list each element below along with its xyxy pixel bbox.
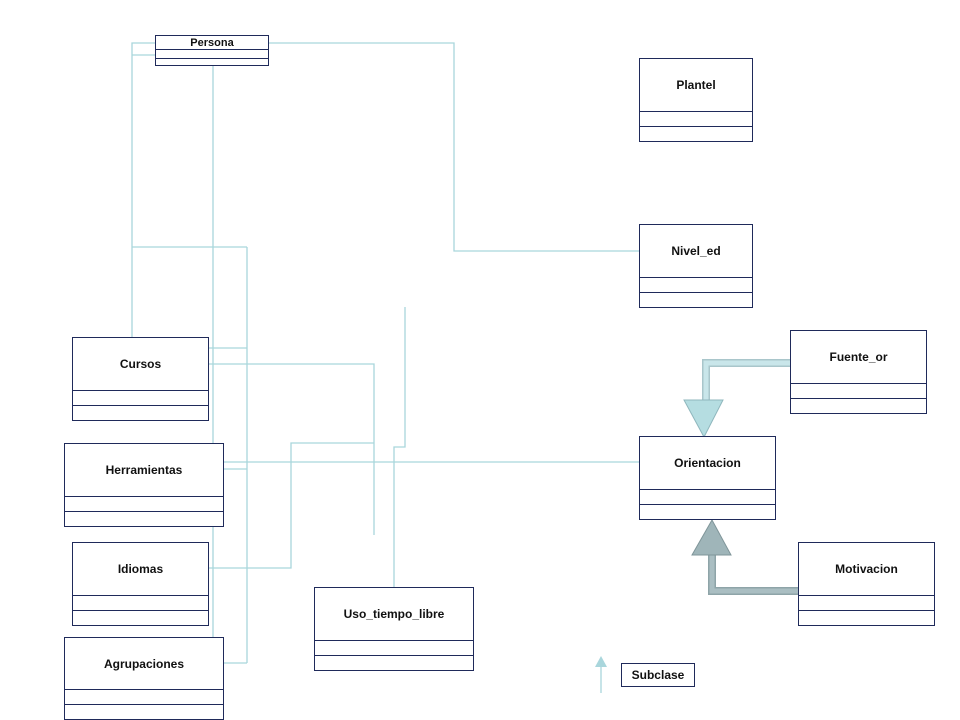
class-motivacion-attributes [799, 596, 934, 611]
class-persona[interactable]: Persona [155, 35, 269, 66]
class-idiomas-attributes [73, 596, 208, 611]
class-orientacion-operations [640, 505, 775, 519]
class-cursos[interactable]: Cursos [72, 337, 209, 421]
class-idiomas-operations [73, 611, 208, 625]
line-persona-nivel-ed [269, 42, 639, 252]
class-motivacion[interactable]: Motivacion [798, 542, 935, 626]
class-orientacion-attributes [640, 490, 775, 505]
class-persona-operations [156, 59, 268, 65]
class-plantel-attributes [640, 112, 752, 127]
class-uso-tiempo-libre-name: Uso_tiempo_libre [315, 588, 473, 641]
legend-subclase: Subclase [621, 663, 695, 687]
class-persona-name: Persona [156, 36, 268, 50]
class-cursos-name: Cursos [73, 338, 208, 391]
class-orientacion[interactable]: Orientacion [639, 436, 776, 520]
class-agrupaciones[interactable]: Agrupaciones [64, 637, 224, 720]
class-herramientas-name: Herramientas [65, 444, 223, 497]
class-herramientas[interactable]: Herramientas [64, 443, 224, 527]
class-fuente-or-name: Fuente_or [791, 331, 926, 384]
generalization-arrowhead-dark [691, 518, 732, 556]
class-uso-tiempo-libre-operations [315, 656, 473, 670]
class-agrupaciones-operations [65, 705, 223, 719]
class-plantel[interactable]: Plantel [639, 58, 753, 142]
line-cursos-uso [208, 363, 375, 535]
class-herramientas-attributes [65, 497, 223, 512]
class-idiomas[interactable]: Idiomas [72, 542, 209, 626]
class-uso-tiempo-libre[interactable]: Uso_tiempo_libre [314, 587, 474, 671]
class-cursos-operations [73, 406, 208, 420]
generalization-fuente-orientacion [702, 359, 790, 402]
class-fuente-or-operations [791, 399, 926, 413]
class-fuente-or-attributes [791, 384, 926, 399]
line-persona-left-bus [131, 42, 155, 337]
line-uso-vertical [393, 307, 406, 587]
class-motivacion-name: Motivacion [799, 543, 934, 596]
class-cursos-attributes [73, 391, 208, 406]
class-agrupaciones-attributes [65, 690, 223, 705]
class-nivel-ed-attributes [640, 278, 752, 293]
class-uso-tiempo-libre-attributes [315, 641, 473, 656]
class-idiomas-name: Idiomas [73, 543, 208, 596]
generalization-arrowhead-light [683, 399, 724, 439]
class-fuente-or[interactable]: Fuente_or [790, 330, 927, 414]
class-nivel-ed-operations [640, 293, 752, 307]
class-herramientas-operations [65, 512, 223, 526]
class-nivel-ed-name: Nivel_ed [640, 225, 752, 278]
line-idiomas-uso [208, 442, 374, 569]
class-plantel-operations [640, 127, 752, 141]
class-motivacion-operations [799, 611, 934, 625]
class-plantel-name: Plantel [640, 59, 752, 112]
class-persona-attributes [156, 50, 268, 59]
class-nivel-ed[interactable]: Nivel_ed [639, 224, 753, 308]
class-agrupaciones-name: Agrupaciones [65, 638, 223, 690]
generalization-motivacion-orientacion [708, 555, 798, 595]
legend-arrowhead [595, 656, 607, 667]
class-orientacion-name: Orientacion [640, 437, 775, 490]
